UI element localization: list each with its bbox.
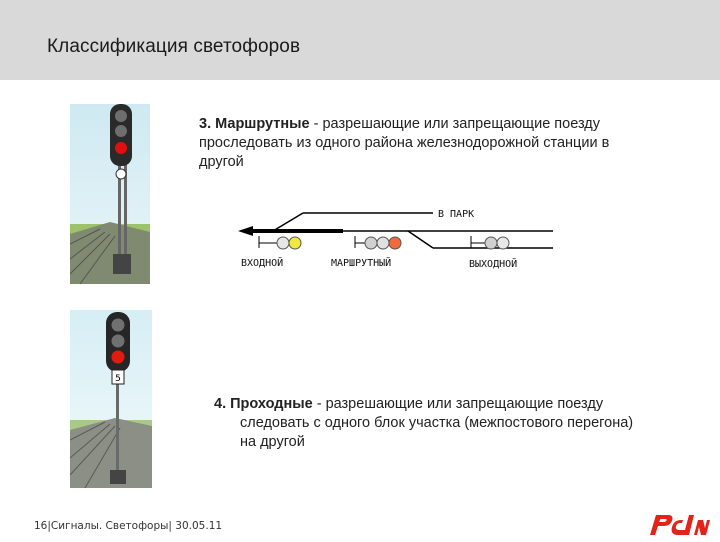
rzd-logo bbox=[648, 511, 710, 537]
block-signals-text-3: на другой bbox=[240, 434, 305, 450]
route-signals-text-1: - разрешающие или запрещающие поезду bbox=[309, 116, 601, 132]
route-signals-description: 3. Маршрутные - разрешающие или запрещаю… bbox=[199, 115, 679, 172]
page-title: Классификация светофоров bbox=[47, 36, 301, 57]
footer-text: 16|Сигналы. Светофоры| 30.05.11 bbox=[34, 520, 223, 532]
route-signals-text-2: проследовать из одного района железнодор… bbox=[199, 135, 610, 151]
block-signals-description: 4. Проходные - разрешающие или запрещающ… bbox=[214, 395, 704, 452]
route-signal-photo bbox=[70, 104, 150, 284]
route-signals-text-3: другой bbox=[199, 154, 244, 170]
route-signals-heading: 3. Маршрутные bbox=[199, 116, 310, 132]
block-signal-photo: 5 bbox=[70, 310, 152, 488]
signal-plate-label: 5 bbox=[115, 374, 121, 384]
block-signals-text-1: - разрешающие или запрещающие поезду bbox=[312, 396, 604, 412]
title-bar: Классификация светофоров bbox=[0, 0, 720, 80]
route-signal-label: МАРШРУТНЫЙ bbox=[331, 256, 391, 269]
block-signals-text-2: следовать с одного блок участка (межпост… bbox=[240, 415, 634, 431]
entry-signal-label: ВХОДНОЙ bbox=[241, 256, 283, 269]
track-diagram: В ПАРК ВХОДНОЙ МАРШРУТНЫЙ ВЫХОДНОЙ bbox=[233, 200, 558, 278]
exit-signal-label: ВЫХОДНОЙ bbox=[469, 257, 517, 270]
park-label: В ПАРК bbox=[438, 209, 474, 220]
block-signals-heading: 4. Проходные bbox=[214, 396, 313, 412]
